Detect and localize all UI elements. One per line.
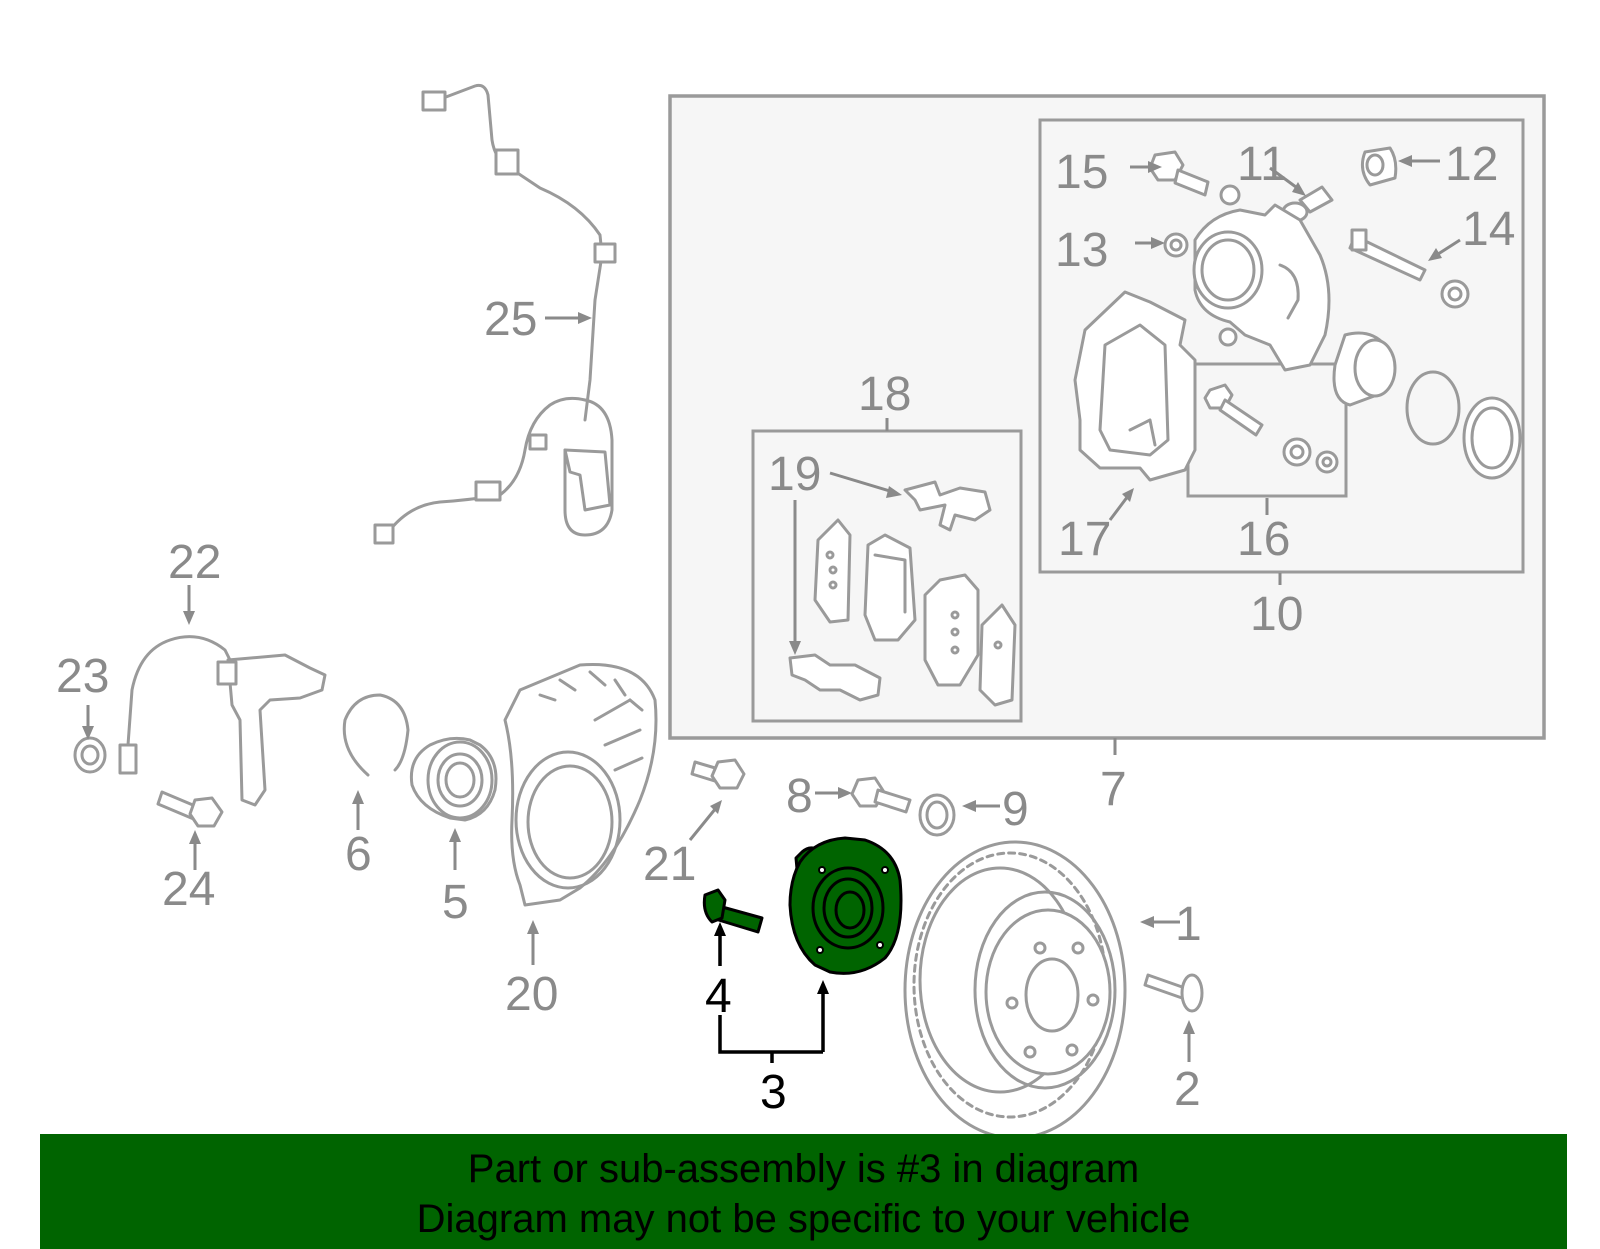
brake-pad-1 xyxy=(813,518,852,624)
assembly-box-16 xyxy=(1186,362,1348,498)
piston-boot xyxy=(1462,396,1522,480)
brake-hose-22 xyxy=(118,635,327,807)
callout-9: 9 xyxy=(1002,783,1029,836)
callout-5: 5 xyxy=(442,876,469,929)
callout-6: 6 xyxy=(345,828,372,881)
bolt-24 xyxy=(156,790,224,828)
callout-16: 16 xyxy=(1237,513,1290,566)
snap-ring-6 xyxy=(342,693,410,777)
callout-22: 22 xyxy=(168,536,221,589)
dust-shield-20 xyxy=(503,662,658,907)
banner-line-2: Diagram may not be specific to your vehi… xyxy=(416,1197,1191,1241)
callout-23: 23 xyxy=(56,650,109,703)
caliper-housing xyxy=(1192,184,1331,372)
callout-15: 15 xyxy=(1055,146,1108,199)
cap-12 xyxy=(1360,146,1398,187)
callout-17: 17 xyxy=(1058,513,1111,566)
callout-18: 18 xyxy=(858,368,911,421)
wheel-bearing-5 xyxy=(409,736,498,822)
brake-pad-3 xyxy=(923,573,980,687)
wheel-hub-assembly-3[interactable] xyxy=(788,836,903,975)
callout-12: 12 xyxy=(1445,138,1498,191)
pad-clip-lower xyxy=(788,653,882,702)
callout-25: 25 xyxy=(484,293,537,346)
bolt-21 xyxy=(690,758,746,790)
callout-4: 4 xyxy=(705,970,732,1023)
washer-9 xyxy=(918,793,956,837)
abs-wiring-harness xyxy=(373,83,617,545)
callout-14: 14 xyxy=(1462,203,1515,256)
plug-13 xyxy=(1163,232,1189,258)
pad-clip-upper xyxy=(903,480,992,532)
guide-pin-14 xyxy=(1348,228,1470,309)
bleeder-11 xyxy=(1281,185,1334,223)
guide-pin-kit-16 xyxy=(1203,383,1339,474)
caliper-bracket-17 xyxy=(1073,290,1197,482)
info-banner: Part or sub-assembly is #3 in diagram Di… xyxy=(40,1134,1567,1249)
brake-disc-1 xyxy=(903,840,1127,1140)
callout-24: 24 xyxy=(162,863,215,916)
callout-11: 11 xyxy=(1237,138,1287,191)
callout-20: 20 xyxy=(505,968,558,1021)
brake-pad-2 xyxy=(863,533,917,642)
callout-13: 13 xyxy=(1055,224,1108,277)
piston xyxy=(1332,331,1397,407)
piston-seal xyxy=(1405,370,1461,446)
callout-3: 3 xyxy=(760,1066,787,1119)
callout-2: 2 xyxy=(1174,1063,1201,1116)
banner-line-1: Part or sub-assembly is #3 in diagram xyxy=(467,1147,1140,1191)
callout-1: 1 xyxy=(1175,898,1202,951)
callout-21: 21 xyxy=(643,838,696,891)
hub-bolt-4[interactable] xyxy=(702,888,764,934)
disc-screw-2 xyxy=(1143,973,1204,1013)
brake-pad-4 xyxy=(978,603,1017,707)
callout-7: 7 xyxy=(1100,763,1127,816)
callout-19: 19 xyxy=(768,448,821,501)
bolt-15 xyxy=(1148,150,1210,197)
washer-23 xyxy=(73,736,107,774)
callout-10: 10 xyxy=(1250,588,1303,641)
callout-8: 8 xyxy=(786,770,813,823)
bolt-8 xyxy=(850,776,912,814)
